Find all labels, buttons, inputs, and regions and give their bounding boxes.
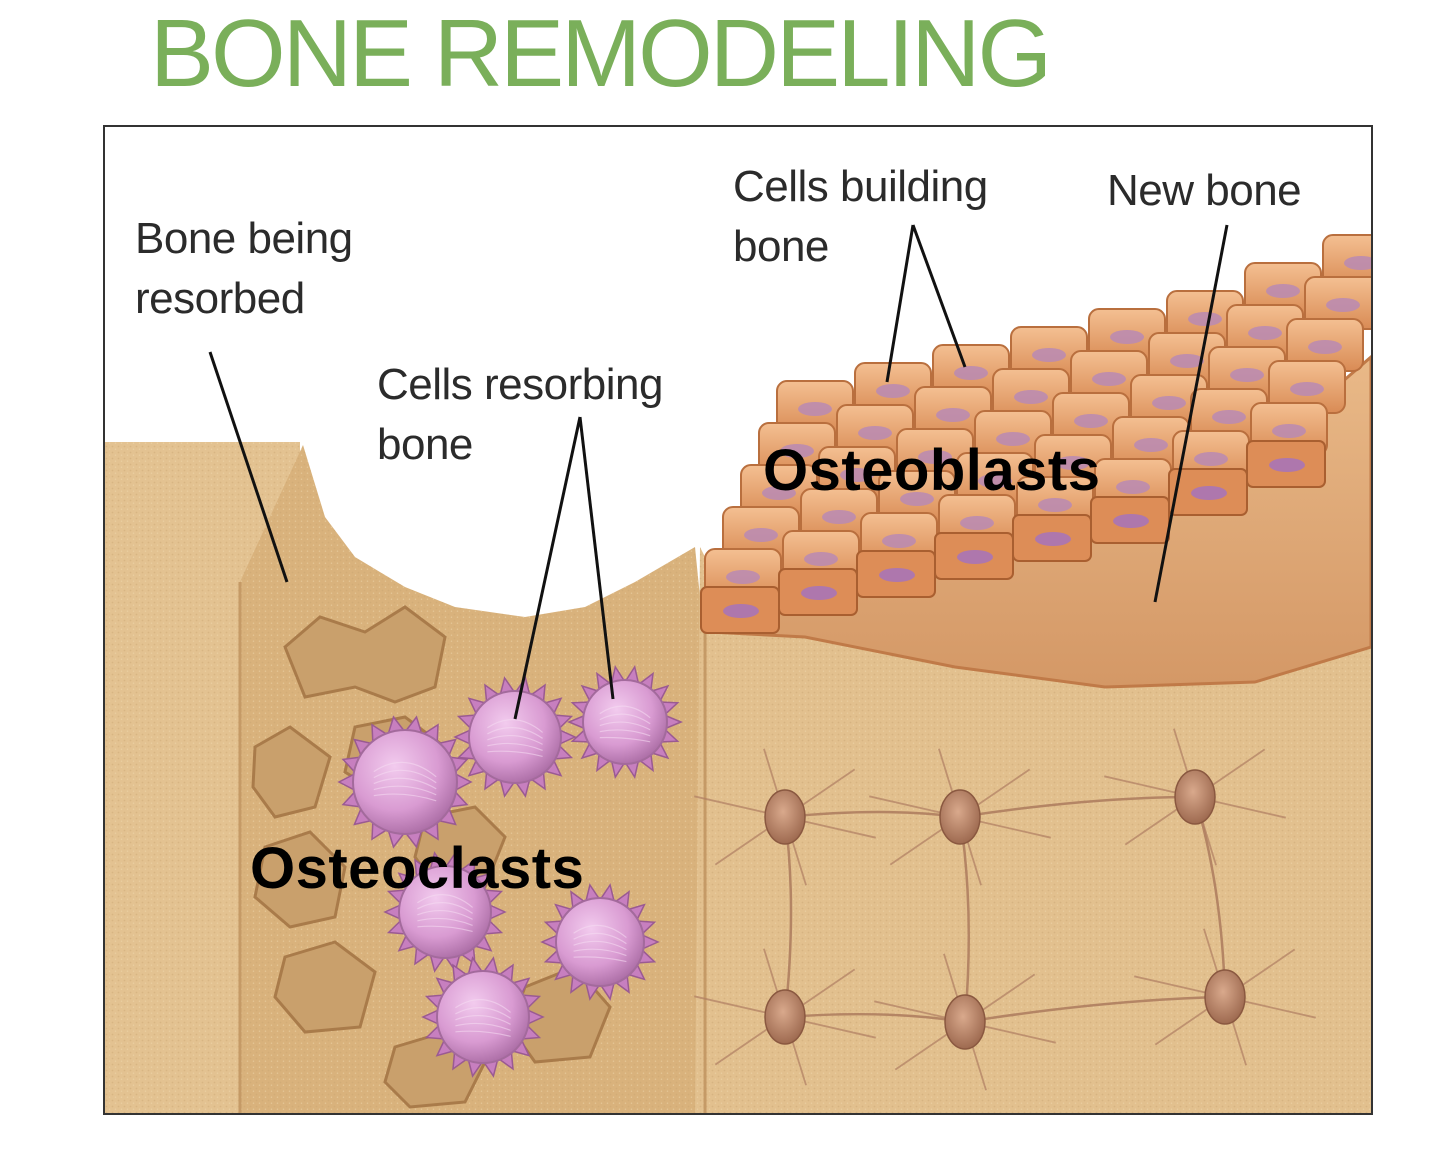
callout-new-bone: New bone [1107,161,1302,221]
osteoblast-cell [1304,276,1371,330]
callout-line: Cells resorbing [377,360,663,409]
leader-cells-resorbing-bone-a [513,416,582,720]
diagram-frame: Bone being resorbed Cells resorbing bone… [103,125,1373,1115]
osteoblast-cell [1268,360,1346,414]
leader-lines [208,224,1229,720]
bone-right-grain [695,547,1371,1113]
osteoblast-cell [896,428,974,482]
osteocyte-network [694,728,1316,1091]
osteocyte-cell [939,789,981,845]
callout-line: Cells building [733,162,988,211]
callout-line: New bone [1107,166,1302,215]
osteoblast-cell [1112,416,1190,470]
leader-bone-being-resorbed [208,351,289,583]
osteoclast-cell [337,715,473,849]
osteoblast-front-row [700,440,1326,634]
callout-bone-being-resorbed: Bone being resorbed [135,209,353,329]
callout-cells-resorbing-bone: Cells resorbing bone [377,355,663,475]
osteoclast-cell [421,956,545,1078]
osteocyte-cell [1174,769,1216,825]
callout-line: bone [377,420,473,469]
leader-cells-resorbing-bone-b [578,416,615,700]
osteocyte-cell [1204,969,1246,1025]
canaliculus [959,795,1196,819]
osteoblast-cell [1226,304,1304,358]
osteoblast-cell [1208,346,1286,400]
osteoblast-cell [1010,326,1088,380]
osteoclast-group [337,664,683,1078]
osteoblast-cell [776,380,854,434]
osteoblast-cell [992,368,1070,422]
osteoblast-cell [1070,350,1148,404]
osteoblast-sheet [700,234,1371,634]
osteocyte-cell [764,789,806,845]
bone-remodeling-illustration [105,224,1371,1113]
leader-cells-building-bone-b [911,224,967,368]
leader-new-bone [1153,224,1229,603]
callout-cells-building-bone: Cells building bone [733,157,988,277]
callout-line: resorbed [135,274,305,323]
osteocyte-cell [764,989,806,1045]
osteoclast-cell [567,664,683,780]
page-title: BONE REMODELING [150,0,1052,107]
bone-matrix [105,442,1371,1113]
osteoblast-cell [1034,434,1112,488]
osteoclast-cell [453,676,577,798]
osteocyte-cell [944,994,986,1050]
osteoblast-cell [800,488,878,542]
callout-line: bone [733,222,829,271]
osteoclast-cell [540,883,660,1001]
canaliculus [964,995,1226,1024]
osteoblast-cell [854,362,932,416]
label-osteoblasts: Osteoblasts [763,438,1101,503]
osteoblast-cell [818,446,896,500]
osteoblast-cell [722,506,800,560]
callout-line: Bone being [135,214,353,263]
osteoblast-cell [1286,318,1364,372]
leader-cells-building-bone-a [885,224,915,383]
label-osteoclasts: Osteoclasts [250,836,585,901]
